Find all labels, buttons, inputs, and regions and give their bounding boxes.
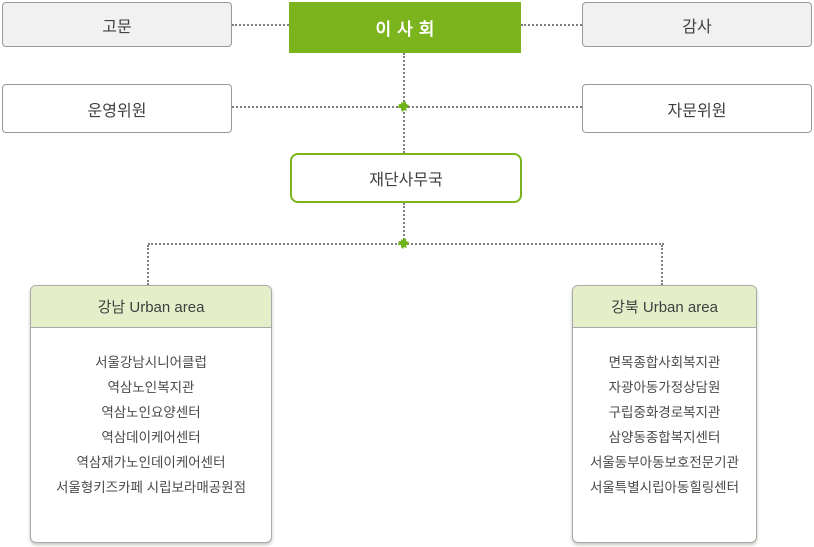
- puzzle-connector-icon: [397, 100, 410, 113]
- dotted-line-board-auditor: [521, 24, 582, 26]
- facility-item: 구립중화경로복지관: [608, 405, 721, 420]
- node-advisory-committee-label: 자문위원: [667, 102, 727, 120]
- node-auditor: 감사: [582, 2, 812, 47]
- facility-item: 역삼노인복지관: [107, 380, 195, 395]
- facility-item: 역삼데이케어센터: [101, 430, 201, 445]
- node-board: 이사회: [289, 2, 521, 53]
- region-box-gangbuk: 강북 Urban area 면목종합사회복지관 자광아동가정상담원 구립중화경로…: [572, 285, 757, 543]
- region-title: 강북 Urban area: [611, 299, 718, 316]
- dotted-line-advisor-board: [232, 24, 289, 26]
- facility-item: 자광아동가정상담원: [608, 380, 721, 395]
- facility-item: 면목종합사회복지관: [608, 355, 721, 370]
- node-advisor: 고문: [2, 2, 232, 47]
- dotted-line-branch-left: [147, 245, 149, 285]
- facility-item: 서울특별시립아동힐링센터: [589, 480, 740, 495]
- region-list-gangbuk: 면목종합사회복지관 자광아동가정상담원 구립중화경로복지관 삼양동종합복지센터 …: [573, 328, 756, 500]
- node-secretariat: 재단사무국: [290, 153, 522, 203]
- dotted-line-secretariat-branch: [403, 203, 405, 243]
- dotted-line-branch-right: [661, 245, 663, 285]
- node-steering-committee: 운영위원: [2, 84, 232, 133]
- node-advisor-label: 고문: [102, 18, 132, 36]
- facility-item: 서울동부아동보호전문기관: [589, 455, 740, 470]
- region-title: 강남 Urban area: [97, 299, 205, 316]
- node-steering-committee-label: 운영위원: [87, 102, 147, 120]
- puzzle-connector-icon: [397, 237, 410, 250]
- region-header-gangbuk: 강북 Urban area: [573, 286, 756, 328]
- node-advisory-committee: 자문위원: [582, 84, 812, 133]
- region-box-gangnam: 강남 Urban area 서울강남시니어클럽 역삼노인복지관 역삼노인요양센터…: [30, 285, 272, 543]
- region-header-gangnam: 강남 Urban area: [31, 286, 271, 328]
- facility-item: 역삼재가노인데이케어센터: [76, 455, 226, 470]
- node-secretariat-label: 재단사무국: [369, 172, 443, 189]
- node-auditor-label: 감사: [682, 18, 712, 36]
- facility-item: 역삼노인요양센터: [101, 405, 201, 420]
- facility-item: 서울형키즈카페 시립보라매공원점: [55, 480, 247, 495]
- node-board-label: 이사회: [375, 20, 441, 39]
- facility-item: 서울강남시니어클럽: [95, 355, 207, 370]
- region-list-gangnam: 서울강남시니어클럽 역삼노인복지관 역삼노인요양센터 역삼데이케어센터 역삼재가…: [31, 328, 271, 500]
- facility-item: 삼양동종합복지센터: [608, 430, 721, 445]
